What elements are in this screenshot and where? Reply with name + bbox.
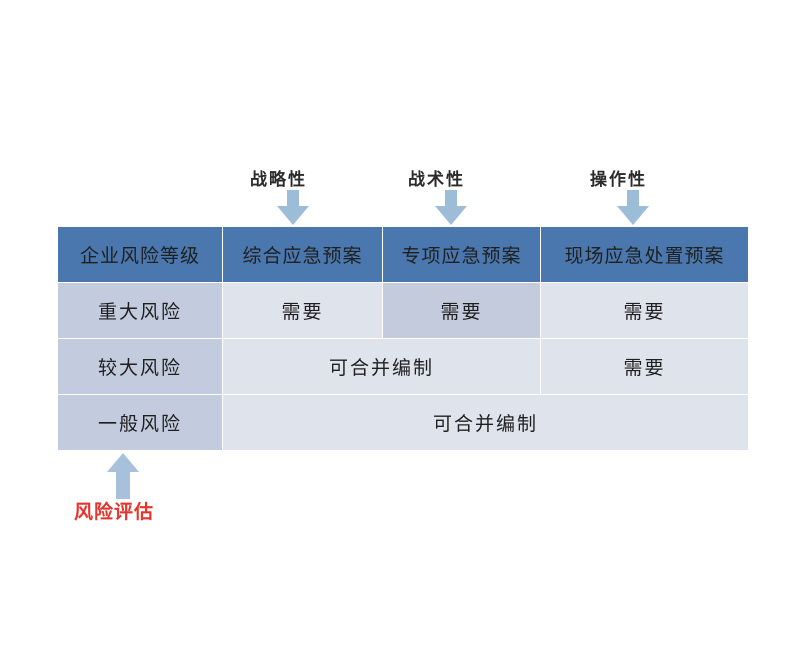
up-arrow-icon-risk-assessment (107, 453, 139, 499)
table-row: 重大风险 需要 需要 需要 (57, 282, 749, 339)
cell-large-merged-plan: 可合并编制 (222, 338, 541, 395)
column-header-onsite-plan: 现场应急处置预案 (540, 226, 749, 283)
down-arrow-icon-tactical (435, 190, 467, 225)
cell-general-merged-plan: 可合并编制 (222, 394, 749, 451)
column-header-risk-level: 企业风险等级 (57, 226, 223, 283)
cell-major-comprehensive: 需要 (222, 282, 383, 339)
table-header-row: 企业风险等级 综合应急预案 专项应急预案 现场应急处置预案 (57, 226, 749, 283)
column-header-special-plan: 专项应急预案 (382, 226, 541, 283)
column-header-comprehensive-plan: 综合应急预案 (222, 226, 383, 283)
risk-plan-matrix-table: 企业风险等级 综合应急预案 专项应急预案 现场应急处置预案 重大风险 需要 需要… (57, 226, 749, 451)
down-arrow-icon-operational (617, 190, 649, 225)
cell-large-onsite: 需要 (540, 338, 749, 395)
down-arrow-icon-strategic (277, 190, 309, 225)
row-label-large-risk: 较大风险 (57, 338, 223, 395)
row-label-general-risk: 一般风险 (57, 394, 223, 451)
cell-major-special: 需要 (382, 282, 541, 339)
cell-major-onsite: 需要 (540, 282, 749, 339)
row-label-major-risk: 重大风险 (57, 282, 223, 339)
annotation-label-risk-assessment: 风险评估 (74, 501, 155, 523)
annotation-label-strategic: 战略性 (250, 170, 307, 190)
table-row: 较大风险 可合并编制 需要 (57, 338, 749, 395)
table-row: 一般风险 可合并编制 (57, 394, 749, 451)
annotation-label-operational: 操作性 (590, 170, 647, 190)
annotation-label-tactical: 战术性 (408, 170, 465, 190)
